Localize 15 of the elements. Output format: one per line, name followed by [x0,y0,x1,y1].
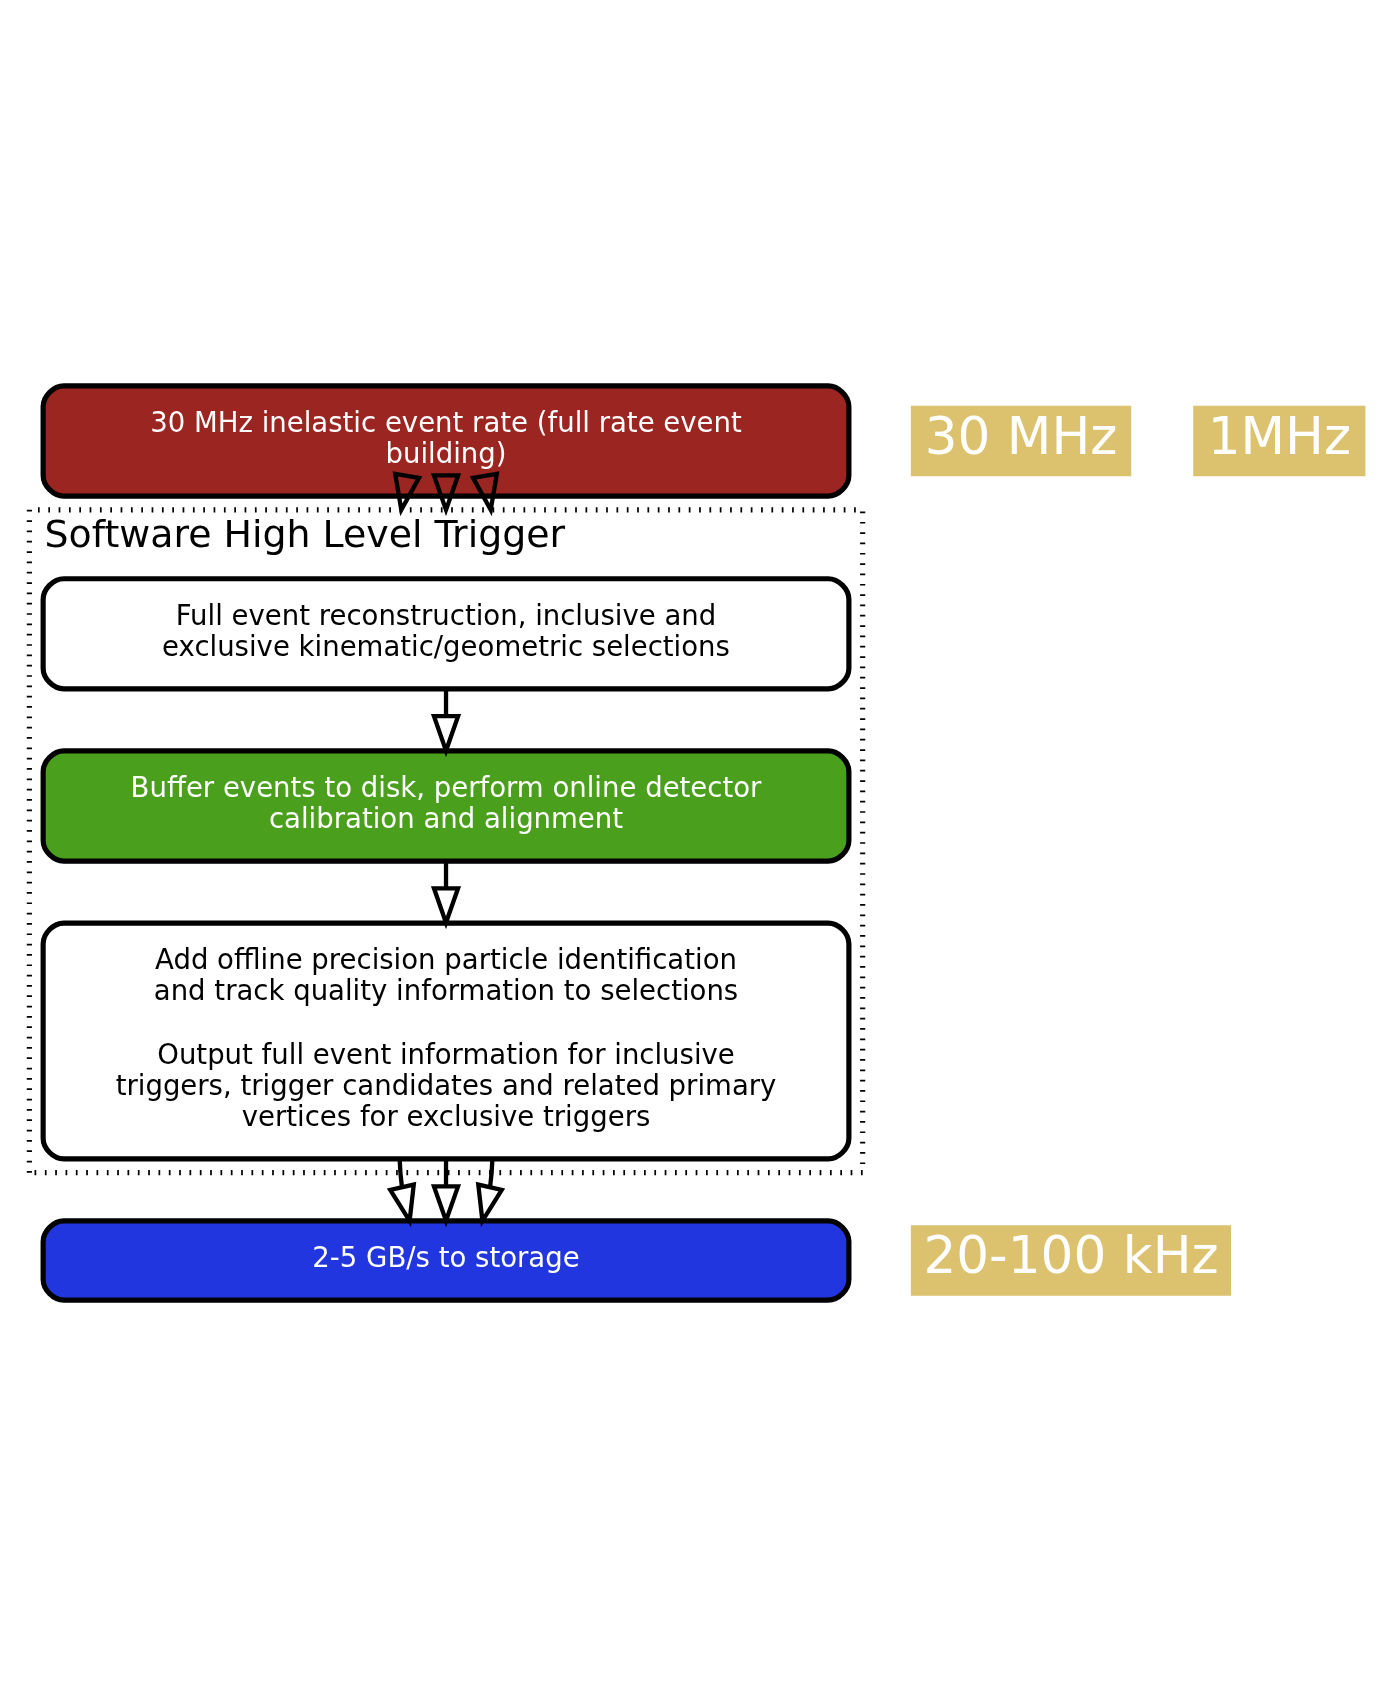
arrow [475,1158,506,1227]
label: 1MHz [1207,405,1351,466]
arrow [430,860,462,929]
label: 30 MHz [924,405,1118,466]
arrow [430,688,462,757]
arrow [430,472,462,516]
arrow [430,1158,462,1227]
node-box: Buffer events to disk, perform online detector calibration and alignment [40,747,852,864]
node-box: Full event reconstruction, inclusive and exclusive kinematic/geometric selections [40,575,852,691]
arrow [386,1158,417,1227]
node-box: 2-5 GB/s to storage [40,1217,852,1303]
label: 20-100 kHz [923,1224,1219,1285]
arrow [392,470,423,516]
node-box: Add offline precision particle identification and track quality information to selections Output full event information for inclusive triggers, trigger candidates and related primary vertices for exclusive triggers [40,919,852,1161]
arrow [469,470,500,516]
